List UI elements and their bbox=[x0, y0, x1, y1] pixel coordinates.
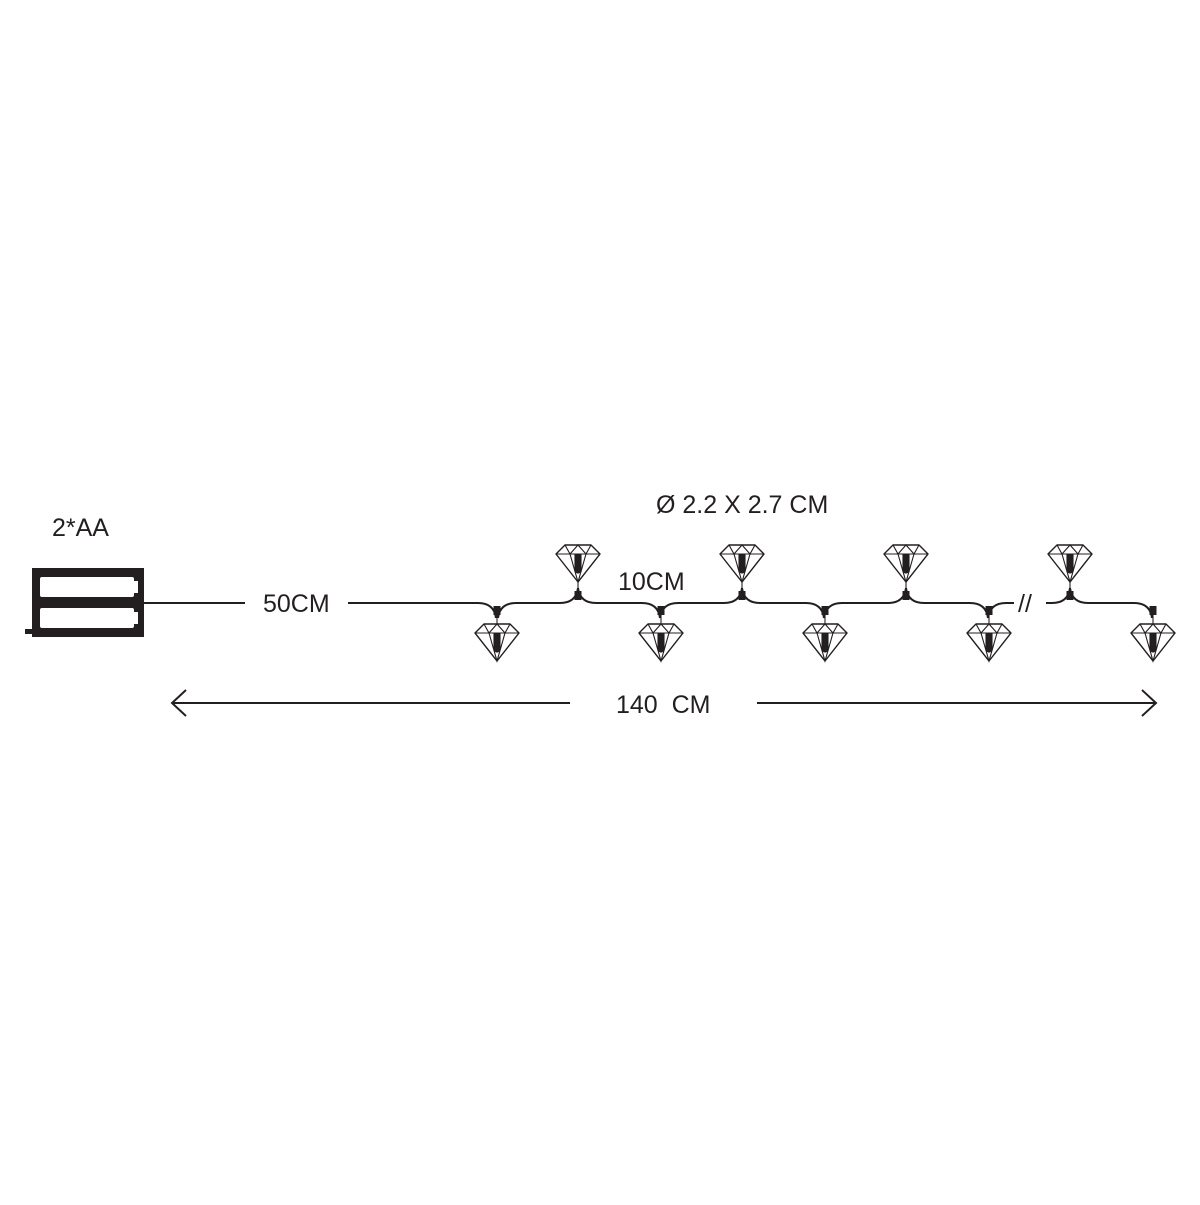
total-length-label: 140 CM bbox=[616, 691, 710, 719]
arrow-head-icon bbox=[170, 689, 187, 717]
lead-wire-right bbox=[348, 602, 497, 619]
battery-box-icon bbox=[25, 568, 144, 637]
diamond-bulb-icon bbox=[1047, 544, 1093, 601]
diamond-bulb-icon bbox=[474, 605, 520, 662]
diamond-bulb-icon bbox=[966, 605, 1012, 662]
break-mark: // bbox=[1018, 590, 1032, 618]
lead-length-label: 50CM bbox=[263, 590, 330, 618]
diamond-bulb-icon bbox=[719, 544, 765, 601]
bulb-size-label: Ø 2.2 X 2.7 CM bbox=[656, 491, 828, 519]
diamond-bulb-icon bbox=[555, 544, 601, 601]
arrow-head-icon bbox=[1141, 689, 1158, 717]
diamond-bulb-icon bbox=[1130, 605, 1176, 662]
diamond-bulb-icon bbox=[883, 544, 929, 601]
string-wire bbox=[497, 587, 1153, 619]
spacing-label: 10CM bbox=[618, 568, 685, 596]
battery-label: 2*AA bbox=[52, 514, 109, 542]
diamond-bulb-icon bbox=[802, 605, 848, 662]
total-length-dimension: 140 CM bbox=[170, 689, 1158, 719]
diamond-bulb-icon bbox=[638, 605, 684, 662]
